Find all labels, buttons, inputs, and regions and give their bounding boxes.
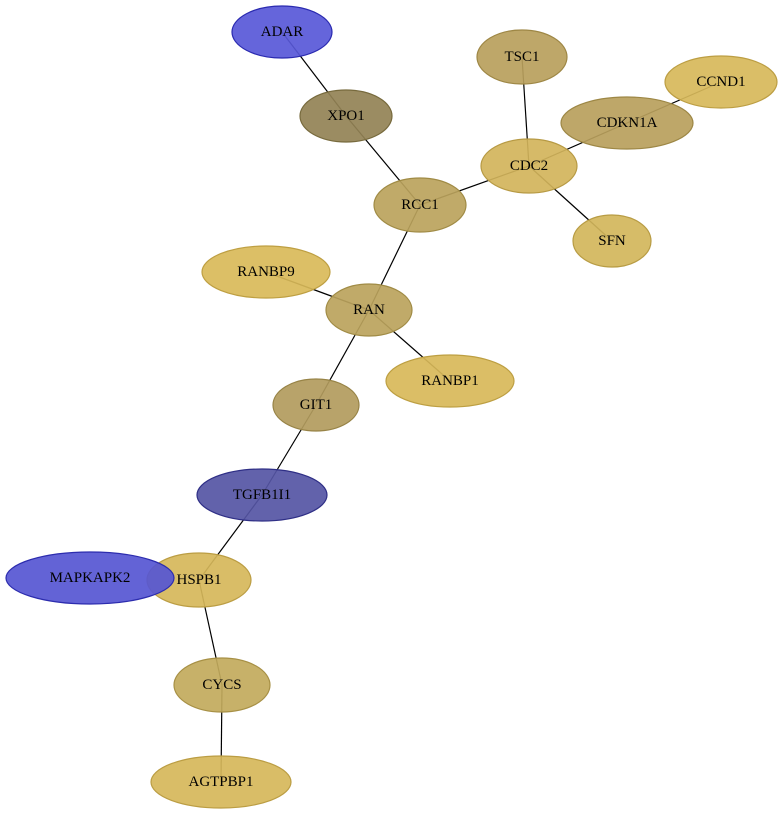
node-shape-ranbp1 bbox=[385, 354, 515, 408]
node-label-hspb1-overlay: HSPB1 bbox=[176, 572, 221, 588]
node-ccnd1[interactable]: CCND1 bbox=[664, 55, 778, 109]
node-label-ranbp1: RANBP1 bbox=[421, 373, 479, 389]
node-cdkn1a[interactable]: CDKN1A bbox=[560, 96, 694, 150]
node-sfn[interactable]: SFN bbox=[572, 214, 652, 268]
node-shape-cdkn1a bbox=[560, 96, 694, 150]
node-tsc1[interactable]: TSC1 bbox=[476, 29, 568, 85]
node-shape-cdc2 bbox=[480, 138, 578, 194]
node-shape-ccnd1 bbox=[664, 55, 778, 109]
node-cdc2[interactable]: CDC2 bbox=[480, 138, 578, 194]
node-label-sfn: SFN bbox=[598, 233, 626, 249]
node-tgfb1i1[interactable]: TGFB1I1 bbox=[196, 468, 328, 522]
node-xpo1[interactable]: XPO1 bbox=[299, 89, 393, 143]
node-shape-mapkapk2 bbox=[5, 551, 175, 605]
node-label-tsc1: TSC1 bbox=[504, 49, 539, 65]
node-label-agtpbp1: AGTPBP1 bbox=[188, 774, 253, 790]
node-shape-tsc1 bbox=[476, 29, 568, 85]
node-label-adar: ADAR bbox=[261, 24, 304, 40]
node-ranbp9[interactable]: RANBP9 bbox=[201, 245, 331, 299]
node-shape-tgfb1i1 bbox=[196, 468, 328, 522]
node-label-ccnd1: CCND1 bbox=[696, 74, 745, 90]
node-label-cdkn1a: CDKN1A bbox=[597, 115, 658, 131]
node-ranbp1[interactable]: RANBP1 bbox=[385, 354, 515, 408]
node-label-ranbp9: RANBP9 bbox=[237, 264, 295, 280]
node-shape-cycs bbox=[173, 657, 271, 713]
node-shape-xpo1 bbox=[299, 89, 393, 143]
node-label-tgfb1i1: TGFB1I1 bbox=[233, 487, 291, 503]
node-label-ran: RAN bbox=[353, 302, 385, 318]
node-ran[interactable]: RAN bbox=[325, 283, 413, 337]
node-rcc1[interactable]: RCC1 bbox=[373, 177, 467, 233]
node-shape-adar bbox=[231, 5, 333, 59]
node-adar[interactable]: ADAR bbox=[231, 5, 333, 59]
node-shape-git1 bbox=[272, 378, 360, 432]
node-label-cycs: CYCS bbox=[202, 677, 241, 693]
node-mapkapk2[interactable]: MAPKAPK2 bbox=[5, 551, 175, 605]
node-shape-ranbp9 bbox=[201, 245, 331, 299]
node-label-cdc2: CDC2 bbox=[510, 158, 548, 174]
node-label-xpo1: XPO1 bbox=[327, 108, 365, 124]
node-shape-ran bbox=[325, 283, 413, 337]
node-cycs[interactable]: CYCS bbox=[173, 657, 271, 713]
node-label-git1: GIT1 bbox=[300, 397, 333, 413]
node-shape-sfn bbox=[572, 214, 652, 268]
node-label-mapkapk2: MAPKAPK2 bbox=[50, 570, 131, 586]
node-shape-rcc1 bbox=[373, 177, 467, 233]
node-git1[interactable]: GIT1 bbox=[272, 378, 360, 432]
node-agtpbp1[interactable]: AGTPBP1 bbox=[150, 755, 292, 809]
node-label-rcc1: RCC1 bbox=[401, 197, 439, 213]
node-shape-agtpbp1 bbox=[150, 755, 292, 809]
